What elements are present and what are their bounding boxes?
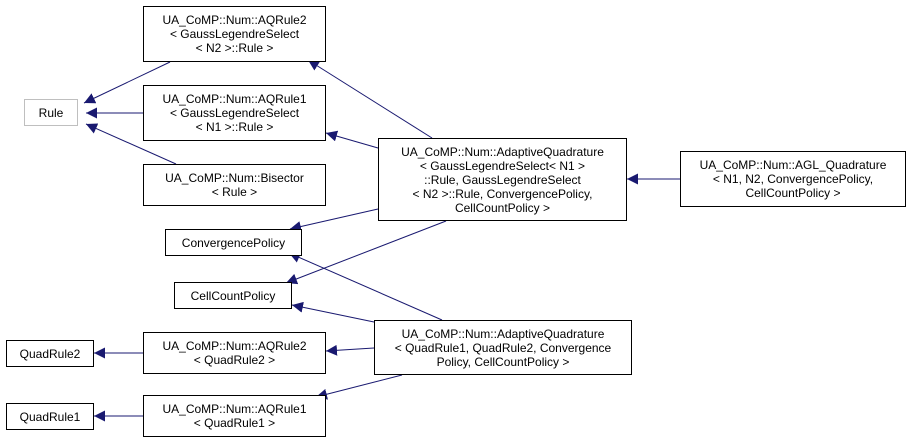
node-adaptive-gauss-line-1: UA_CoMP::Num::AdaptiveQuadrature	[401, 144, 604, 159]
node-adaptive-quad[interactable]: UA_CoMP::Num::AdaptiveQuadrature < QuadR…	[374, 320, 632, 375]
node-aqrule2-gauss-line-1: UA_CoMP::Num::AQRule2	[162, 13, 307, 27]
node-adaptive-quad-line-2: < QuadRule1, QuadRule2, Convergence	[394, 340, 612, 355]
node-adaptive-gauss-line-2: < GaussLegendreSelect< N1 >	[419, 158, 586, 173]
node-convergence-policy[interactable]: ConvergencePolicy	[165, 229, 302, 256]
node-aqrule1-gauss-line-3: < N1 >::Rule >	[195, 120, 274, 134]
edge-adaptive-gauss-to-convergence-policy	[289, 208, 379, 232]
node-agl-quadrature-line-1: UA_CoMP::Num::AGL_Quadrature	[699, 158, 887, 172]
edge-adaptive-quad-to-convergence-policy	[288, 252, 443, 321]
edge-adaptive-quad-to-cellcount-policy	[291, 301, 375, 323]
node-adaptive-gauss[interactable]: UA_CoMP::Num::AdaptiveQuadrature < Gauss…	[378, 138, 627, 221]
edge-adaptive-quad-to-aqrule2-quad	[325, 344, 375, 356]
node-quadrule2[interactable]: QuadRule2	[6, 340, 94, 367]
node-cellcount-policy[interactable]: CellCountPolicy	[174, 282, 292, 309]
node-rule[interactable]: Rule	[24, 99, 78, 126]
node-aqrule2-gauss-line-3: < N2 >::Rule >	[195, 41, 274, 55]
node-aqrule2-gauss[interactable]: UA_CoMP::Num::AQRule2 < GaussLegendreSel…	[143, 6, 326, 62]
edge-adaptive-gauss-to-aqrule2-gauss	[307, 59, 433, 139]
node-aqrule2-quad-line-1: UA_CoMP::Num::AQRule2	[162, 339, 307, 353]
edge-adaptive-gauss-to-cellcount-policy	[285, 220, 447, 285]
node-aqrule1-gauss-line-2: < GaussLegendreSelect	[169, 106, 300, 120]
node-agl-quadrature[interactable]: UA_CoMP::Num::AGL_Quadrature < N1, N2, C…	[680, 151, 906, 207]
node-bisector-line-1: UA_CoMP::Num::Bisector	[165, 171, 304, 185]
node-aqrule2-quad[interactable]: UA_CoMP::Num::AQRule2 < QuadRule2 >	[143, 332, 326, 374]
edge-aqrule2-gauss-to-rule	[83, 61, 171, 104]
edge-bisector-to-rule	[85, 123, 177, 165]
node-bisector[interactable]: UA_CoMP::Num::Bisector < Rule >	[143, 164, 326, 206]
node-aqrule1-quad-line-1: UA_CoMP::Num::AQRule1	[162, 402, 307, 416]
node-convergence-policy-label: ConvergencePolicy	[181, 235, 286, 250]
node-aqrule1-quad-line-2: < QuadRule1 >	[193, 416, 276, 430]
node-adaptive-gauss-line-3: ::Rule, GaussLegendreSelect	[424, 172, 581, 187]
node-aqrule1-quad[interactable]: UA_CoMP::Num::AQRule1 < QuadRule1 >	[143, 395, 326, 437]
edge-adaptive-quad-to-aqrule1-quad	[315, 374, 403, 400]
node-agl-quadrature-line-3: CellCountPolicy >	[745, 186, 841, 200]
node-cellcount-policy-label: CellCountPolicy	[190, 288, 276, 303]
edge-adaptive-gauss-to-aqrule1-gauss	[325, 130, 379, 149]
node-aqrule1-gauss-line-1: UA_CoMP::Num::AQRule1	[162, 92, 307, 106]
node-adaptive-gauss-line-4: < N2 >::Rule, ConvergencePolicy,	[412, 186, 593, 201]
node-bisector-line-2: < Rule >	[211, 185, 258, 199]
node-quadrule1[interactable]: QuadRule1	[6, 403, 94, 430]
node-aqrule2-quad-line-2: < QuadRule2 >	[193, 353, 276, 367]
node-rule-label: Rule	[38, 105, 64, 120]
node-adaptive-quad-line-3: Policy, CellCountPolicy >	[436, 354, 570, 369]
node-quadrule1-label: QuadRule1	[19, 409, 81, 424]
node-adaptive-gauss-line-5: CellCountPolicy >	[454, 200, 551, 215]
node-aqrule1-gauss[interactable]: UA_CoMP::Num::AQRule1 < GaussLegendreSel…	[143, 85, 326, 141]
node-adaptive-quad-line-1: UA_CoMP::Num::AdaptiveQuadrature	[401, 326, 605, 341]
node-aqrule2-gauss-line-2: < GaussLegendreSelect	[169, 27, 300, 41]
node-quadrule2-label: QuadRule2	[19, 346, 81, 361]
node-agl-quadrature-line-2: < N1, N2, ConvergencePolicy,	[712, 172, 874, 186]
